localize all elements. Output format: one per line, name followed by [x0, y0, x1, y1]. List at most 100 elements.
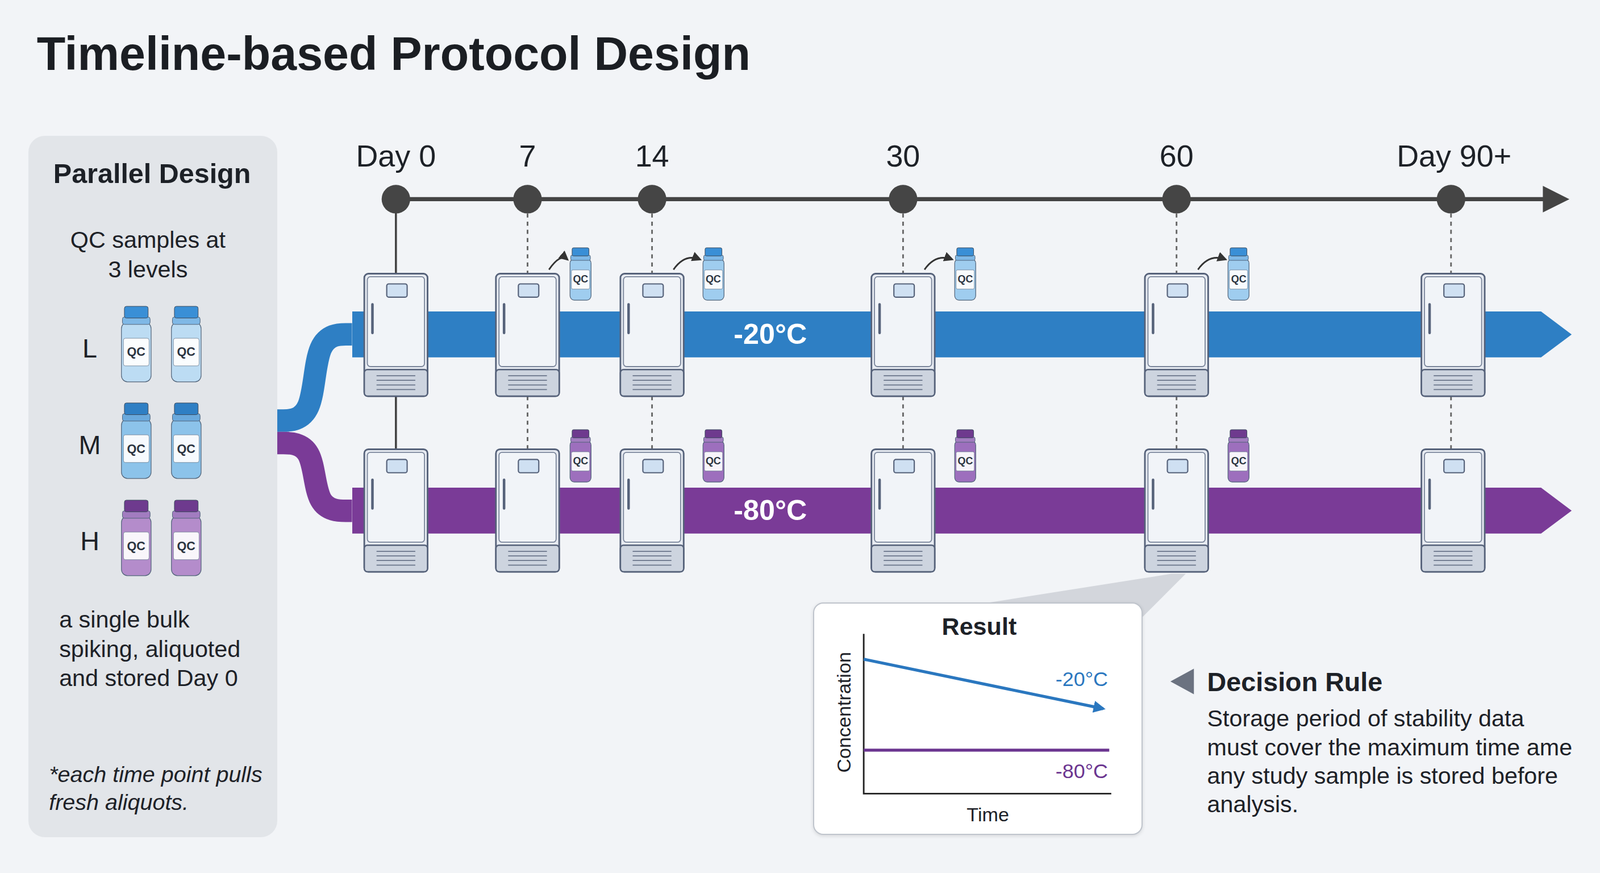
day0-line [394, 393, 398, 452]
label-slot: 30 [801, 136, 1006, 175]
freezer-grille [376, 379, 416, 381]
freezer-grille [376, 564, 416, 566]
freezer-grille [1433, 375, 1473, 377]
text-slot: QC [120, 531, 153, 560]
freezer-display [518, 459, 539, 473]
freezer-grille [883, 384, 923, 386]
freezer-grille [507, 559, 547, 561]
vial-cap [174, 402, 199, 415]
freezer-handle [627, 303, 630, 333]
vial-cap [124, 306, 149, 319]
freezer-base [1421, 369, 1485, 397]
qc-vial: QC [120, 500, 153, 577]
band-arrow [352, 311, 1572, 358]
freezer-icon [496, 273, 560, 397]
freezer-door [623, 276, 681, 367]
freezer-door [874, 276, 932, 367]
freezer-body [620, 448, 684, 572]
freezer-handle [1151, 479, 1154, 508]
node-text: Concentration [831, 651, 857, 773]
time-guide [902, 396, 904, 449]
freezer-handle [1428, 303, 1431, 333]
freezer-grille [1157, 559, 1197, 561]
freezer-handle [627, 479, 630, 508]
freezer-icon [1421, 273, 1485, 397]
freezer-display [518, 284, 539, 298]
freezer-grille [507, 375, 547, 377]
text-slot: QC [120, 434, 153, 463]
freezer-grille [1433, 388, 1473, 390]
freezer-icon [364, 448, 428, 572]
vial-cap [1230, 247, 1248, 256]
time-dot [513, 184, 542, 214]
vial-body [121, 515, 152, 576]
text-slot: -20°C [1038, 666, 1125, 693]
text-slot: QC [170, 434, 203, 463]
freezer-display [1167, 459, 1189, 473]
storage-band: -80°C [352, 487, 1572, 534]
vial-cap [124, 500, 149, 512]
freezer-grille [1433, 555, 1473, 557]
freezer-grille [883, 388, 923, 390]
qc-vial: QC [1227, 429, 1250, 483]
freezer-handle [878, 479, 881, 508]
level-label: L [82, 331, 98, 365]
pull-arrow [1197, 257, 1225, 270]
vial-label-text: QC [572, 274, 589, 285]
vial-body [1228, 259, 1250, 301]
vial-body [1228, 440, 1250, 483]
pull-arrow [924, 257, 952, 270]
text-slot: QC [120, 338, 153, 366]
freezer-door [367, 276, 425, 367]
freezer-grille [507, 388, 547, 390]
freezer-door [623, 452, 681, 543]
text-slot: QC [953, 451, 977, 472]
text-slot: QC [1227, 269, 1250, 290]
text-slot: -80°C [1038, 758, 1125, 785]
text-slot: Result [814, 611, 1144, 643]
vial-body [954, 440, 976, 483]
freezer-body [1144, 273, 1208, 397]
freezer-display [893, 459, 915, 473]
node-text: a single bulk spiking, aliquoted and sto… [59, 605, 243, 694]
temperature-label: -80°C [733, 492, 807, 529]
freezer-grille [883, 555, 923, 557]
label-slot: 7 [425, 136, 630, 175]
freezer-handle [878, 303, 881, 333]
freezer-icon [620, 448, 684, 572]
freezer-grille [632, 550, 672, 552]
freezer-body [1421, 273, 1485, 397]
freezer-handle [371, 303, 374, 333]
freezer-grille [632, 375, 672, 377]
freezer-grille [507, 550, 547, 552]
text-slot: QC [1227, 451, 1250, 472]
qc-vial: QC [120, 402, 153, 480]
freezer-door [1147, 276, 1206, 367]
freezer-grille [1433, 564, 1473, 566]
band-arrow [352, 487, 1572, 534]
time-label: 60 [1159, 136, 1194, 175]
vial-label-text: QC [177, 442, 196, 456]
label-slot: Day 0 [293, 136, 498, 175]
freezer-grille [632, 388, 672, 390]
freezer-display [1167, 284, 1189, 298]
qc-vial: QC [702, 247, 725, 301]
freezer-grille [1157, 564, 1197, 566]
text-slot: QC [702, 451, 725, 472]
freezer-display [642, 284, 664, 298]
freezer-display [893, 284, 915, 298]
freezer-grille [1157, 379, 1197, 381]
vial-shape [120, 306, 153, 383]
design-panel: QCQCQCQCQCQCParallel DesignQC samples at… [28, 135, 277, 837]
freezer-grille [632, 564, 672, 566]
freezer-door [1424, 276, 1482, 367]
label-slot: Decision Rule [1207, 665, 1575, 699]
freezer-grille [883, 564, 923, 566]
text-slot: QC [953, 269, 977, 290]
time-guide [526, 396, 529, 449]
freezer-handle [502, 303, 506, 333]
freezer-base [1144, 369, 1208, 397]
freezer-grille [376, 375, 416, 377]
vial-label-text: QC [177, 345, 196, 358]
vial-label [1229, 451, 1248, 472]
